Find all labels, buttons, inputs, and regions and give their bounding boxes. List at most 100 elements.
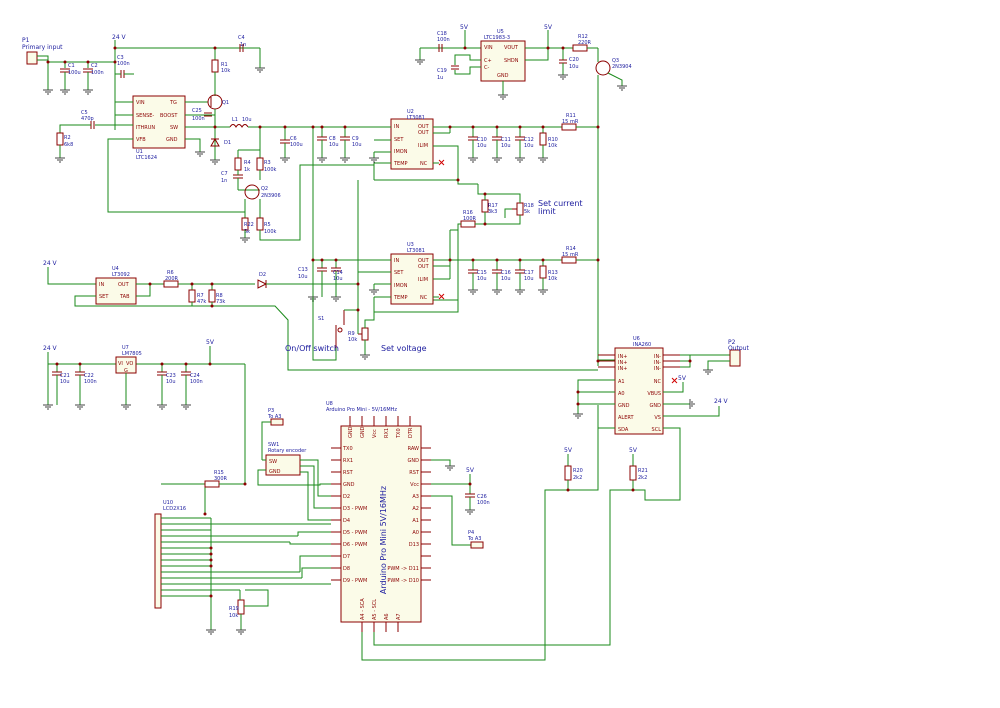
input-connector-p1: P1 Primary input <box>22 37 63 65</box>
u8-pin-d2: D2 <box>343 494 350 500</box>
u8-pin-a7: A7 <box>396 613 402 620</box>
c4-ref: C4 <box>238 35 245 41</box>
u1-value: LTC1624 <box>136 155 157 161</box>
transistor-q2: Q2 2N3906 <box>244 184 281 200</box>
r4-value: 1k <box>244 167 250 173</box>
c3-ref: C3 <box>117 55 124 61</box>
resistor-r16: R16 100R <box>460 210 477 228</box>
u3-pin-out1: OUT <box>418 258 430 264</box>
r18-value: 5k <box>524 209 530 215</box>
ic-u1-ltc1624: VIN SENSE- ITHRUN VFB TG BOOST SW GND U1… <box>132 95 186 161</box>
u4-pin-out: OUT <box>118 282 130 288</box>
u2-pin-imon: IMON <box>394 149 408 155</box>
resistor-r8: R8 73k <box>208 289 225 305</box>
resistor-r4: R4 1k <box>234 157 251 173</box>
u6-pin-inplus-3: IN+ <box>618 366 627 372</box>
q1-ref: Q1 <box>222 100 229 106</box>
u8-pin-dtr-t: DTR <box>408 427 414 438</box>
power-label-24v-u7: 24 V <box>43 345 58 352</box>
resistor-r1: R1 10k <box>211 59 230 74</box>
c19-value: 1u <box>437 75 443 81</box>
r21-ref: R21 <box>638 468 648 474</box>
r5-ref: R5 <box>264 222 271 228</box>
r1-ref: R1 <box>221 62 228 68</box>
u5-pin-shdn: SHDN <box>504 58 519 64</box>
capacitor-c3: C3 100n <box>117 55 130 78</box>
sw1-value: Rotary encoder <box>268 448 307 454</box>
r4-ref: R4 <box>244 160 251 166</box>
u2-pin-out2: OUT <box>418 130 430 136</box>
sw1-ref: SW1 <box>268 442 279 448</box>
resistor-r6: R6 200R <box>163 270 179 288</box>
ic-u4-lt3092: IN OUT SET TAB U4 LT3092 <box>95 266 137 305</box>
u8-pin-a3: A3 <box>412 494 419 500</box>
rotary-encoder-sw1[interactable]: SW GND SW1 Rotary encoder <box>265 442 307 476</box>
u3-value: LT3081 <box>407 248 425 254</box>
r12-ref: R12 <box>578 34 588 40</box>
u3-pin-in: IN <box>394 258 399 264</box>
r16-value: 100R <box>463 216 477 222</box>
capacitor-c5: C5 470p <box>81 110 95 129</box>
capacitor-c6: C6 100u <box>280 136 303 148</box>
u8-pin-d7: D7 <box>343 554 350 560</box>
u8-pin-d9: D9 - PWM <box>343 578 367 584</box>
c19-ref: C19 <box>437 68 447 74</box>
r10-ref: R10 <box>548 137 558 143</box>
switch-s1[interactable]: S1 <box>318 310 345 348</box>
u2-pin-temp: TEMP <box>393 161 408 167</box>
capacitor-c9: C9 10u <box>340 136 362 148</box>
p1-value: Primary input <box>22 44 63 51</box>
c22-value: 100n <box>84 379 97 385</box>
capacitor-c2: C2 100n <box>83 63 104 76</box>
d2-ref: D2 <box>259 272 266 278</box>
c20-value: 10u <box>569 64 579 70</box>
c7-value: 1n <box>221 178 227 184</box>
r5-value: 100k <box>264 229 277 235</box>
q3-ref: Q3 <box>612 58 619 64</box>
u8-pin-a5: A5 - SCL <box>372 599 378 620</box>
u3-pin-temp: TEMP <box>393 295 408 301</box>
c4-value: 1n <box>240 42 246 48</box>
c8-value: 10u <box>329 142 339 148</box>
u3-ref: U3 <box>407 242 414 248</box>
u6-no-connect <box>671 377 678 384</box>
u8-pin-gnd-t1: GND <box>348 426 354 438</box>
c18-value: 100n <box>437 37 450 43</box>
power-label-24v-u4: 24 V <box>43 260 58 267</box>
u2-pin-in: IN <box>394 124 399 130</box>
r22-ref: R22 <box>244 222 254 228</box>
r8-ref: R8 <box>216 293 223 299</box>
p1-ref: P1 <box>22 37 30 44</box>
u6-pin-inminus-3: IN- <box>654 366 661 372</box>
capacitor-c20: C20 10u <box>559 57 579 70</box>
r2-value: 6k8 <box>64 142 73 148</box>
l1-value: 10u <box>242 117 252 123</box>
u8-pin-d8: D8 <box>343 566 350 572</box>
c14-ref: C14 <box>333 270 343 276</box>
potentiometer-r18: R18 5k <box>512 202 534 216</box>
ic-u8-arduino: U8 Arduino Pro Mini - 5V/16MHz Arduino P… <box>326 401 422 623</box>
r2-ref: R2 <box>64 135 71 141</box>
u8-pin-d10: PWM -> D10 <box>387 578 419 584</box>
r13-value: 10k <box>548 276 557 282</box>
c21-ref: C21 <box>60 373 70 379</box>
c25-ref: C25 <box>192 108 202 114</box>
q3-value: 2N3904 <box>612 64 632 70</box>
potentiometer-r19[interactable]: R19 10k <box>229 599 245 619</box>
c13-ref: C13 <box>298 267 308 273</box>
u6-pin-inplus-2: IN+ <box>618 360 627 366</box>
u6-value: INA260 <box>633 342 651 348</box>
u7-pin-g: G <box>124 368 128 374</box>
u2-ref: U2 <box>407 109 414 115</box>
r14-value: 15 mR <box>562 252 579 258</box>
u8-pin-rx1: RX1 <box>343 458 353 464</box>
capacitor-c1: C1 100u <box>60 63 81 76</box>
r11-ref: R11 <box>566 113 576 119</box>
r15-ref: R15 <box>214 470 224 476</box>
sw1-pin-gnd: GND <box>269 469 281 475</box>
u4-pin-set: SET <box>99 294 109 300</box>
u7-ref: U7 <box>122 345 129 351</box>
capacitor-c4: C4 1n <box>238 35 246 52</box>
u8-pin-a0: A0 <box>412 530 419 536</box>
connector-p4: P4 To A3 <box>467 530 484 549</box>
